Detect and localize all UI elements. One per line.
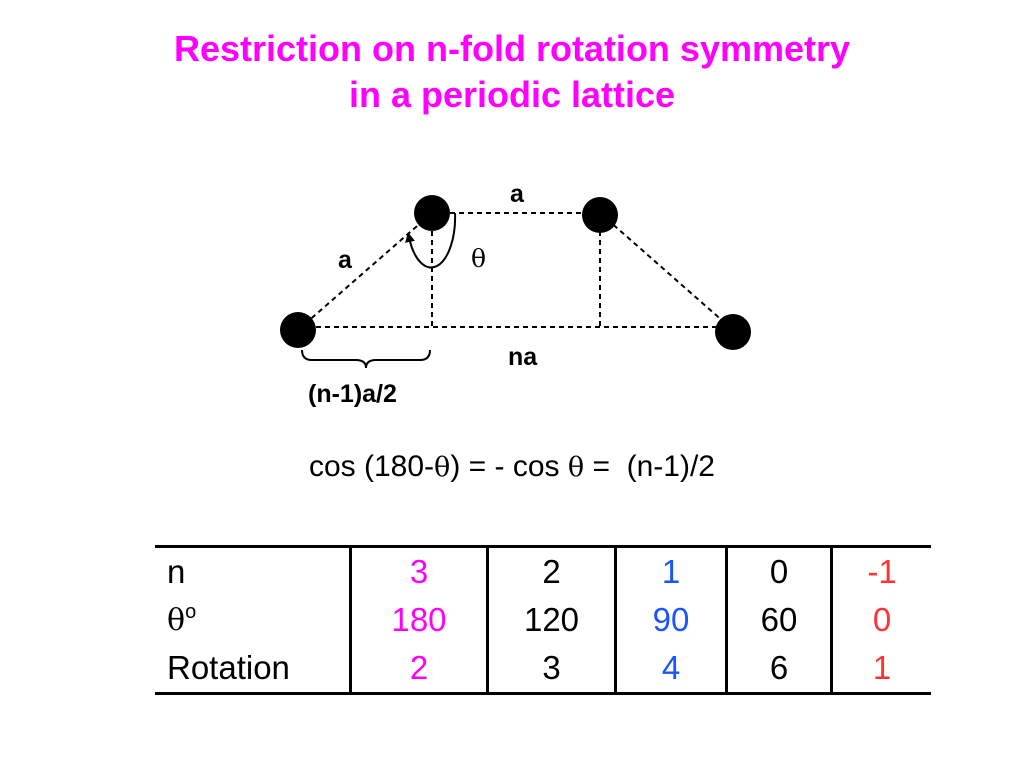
equation-theta-2: θ [567, 452, 585, 483]
cell-theta-3: 90 [614, 596, 727, 644]
cell-theta-1: 180 [349, 596, 488, 644]
label-na: na [508, 343, 538, 371]
lattice-point-top-right [582, 197, 618, 233]
title-line-1: Restriction on n-fold rotation symmetry [173, 28, 851, 69]
title-line-2: in a periodic lattice [348, 74, 676, 115]
label-theta: θ [471, 244, 486, 273]
cell-n-4: 0 [725, 545, 832, 596]
left-edge-line [297, 212, 433, 331]
table-row-theta: θo 180 120 90 60 0 [155, 596, 931, 644]
table-row-rotation: Rotation 2 3 4 6 1 [155, 644, 931, 695]
cell-n-3: 1 [614, 545, 727, 596]
brace [301, 349, 431, 369]
cell-n-2: 2 [486, 545, 616, 596]
lattice-point-right [715, 314, 751, 350]
cosine-equation: cos (180-θ) = - cos θ = (n-1)/2 [0, 447, 1024, 488]
label-top-a: a [510, 180, 525, 208]
cell-rotation-5: 1 [830, 644, 931, 695]
equation-part-2: ) = - cos [450, 450, 568, 483]
cell-n-1: 3 [349, 545, 488, 596]
equation-theta-1: θ [434, 452, 451, 483]
lattice-point-top-left [414, 195, 450, 231]
lattice-point-left [280, 312, 316, 348]
cell-rotation-1: 2 [349, 644, 488, 695]
table-row-n: n 3 2 1 0 -1 [155, 545, 931, 596]
cell-theta-2: 120 [486, 596, 616, 644]
row-label-rotation: Rotation [155, 644, 351, 695]
degree-mark: o [185, 601, 197, 623]
symmetry-table: n 3 2 1 0 -1 θo 180 120 90 60 0 Rotation… [155, 545, 931, 695]
label-brace: (n-1)a/2 [308, 380, 397, 408]
angle-arc-arrow [405, 212, 457, 269]
equation-part-3: = (n-1)/2 [584, 450, 715, 483]
row-label-theta: θo [155, 596, 351, 644]
cell-theta-4: 60 [725, 596, 832, 644]
cell-rotation-3: 4 [614, 644, 727, 695]
cell-rotation-4: 6 [725, 644, 832, 695]
cell-n-5: -1 [830, 545, 931, 596]
right-edge-line [599, 212, 734, 331]
theta-symbol: θ [167, 603, 186, 638]
slide-title: Restriction on n-fold rotation symmetry … [0, 26, 1024, 118]
row-label-n: n [155, 545, 351, 596]
cell-rotation-2: 3 [486, 644, 616, 695]
label-left-a: a [338, 246, 353, 274]
equation-part-1: cos (180- [308, 450, 435, 483]
cell-theta-5: 0 [830, 596, 931, 644]
